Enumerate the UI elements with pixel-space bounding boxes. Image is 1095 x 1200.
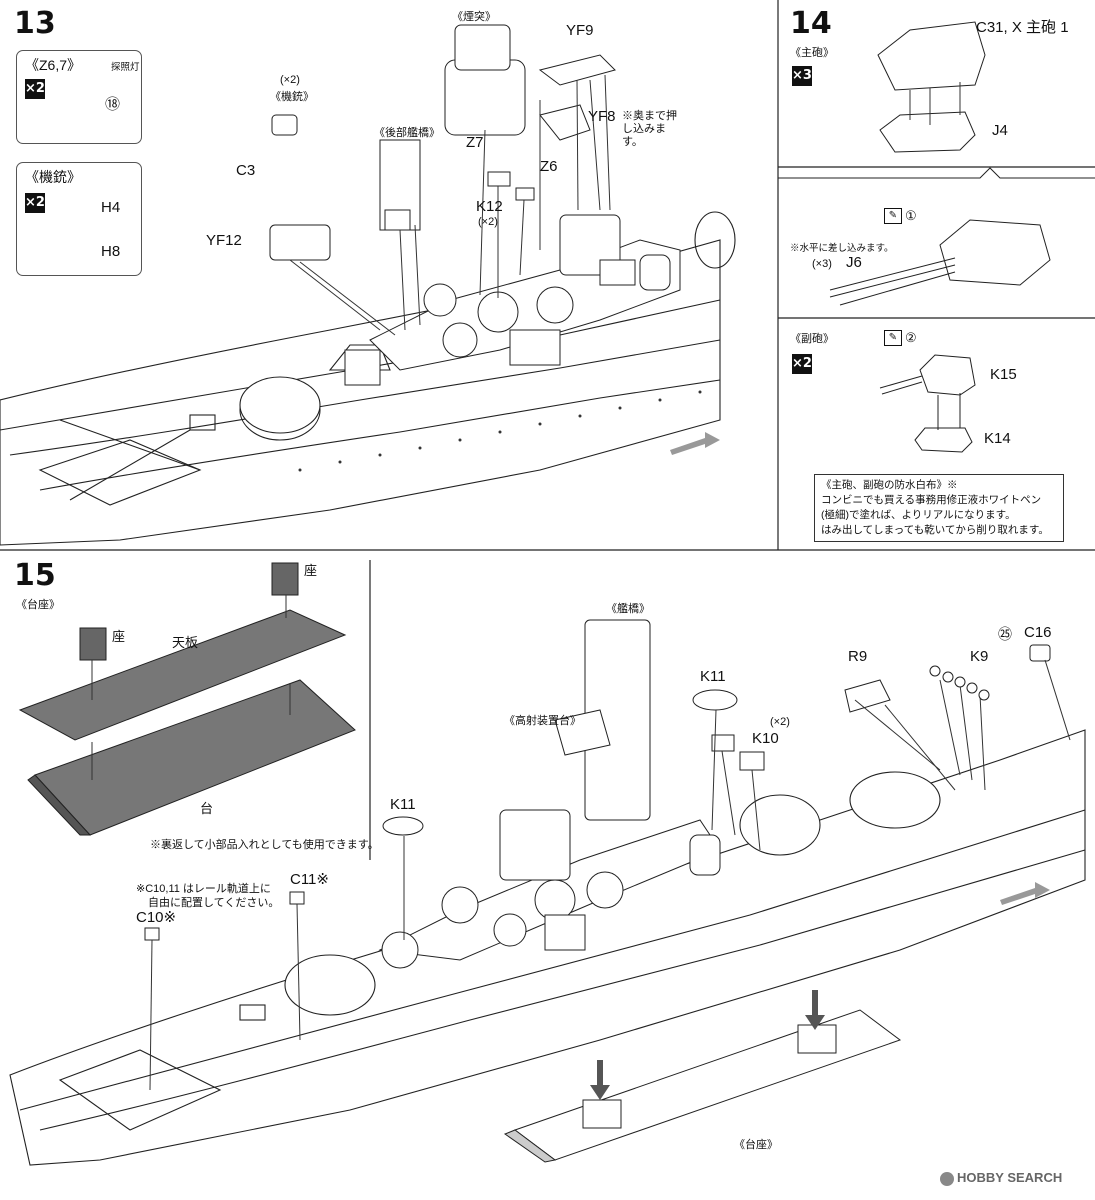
part-label-k14: K14 xyxy=(984,430,1011,447)
searchlight-box: 《Z6,7》 探照灯 ×2 ⑱ xyxy=(16,50,142,144)
searchlight-part-number: ⑱ xyxy=(105,96,121,113)
panel-dividers xyxy=(0,0,1095,860)
machine-gun-box: 《機銃》 ×2 H4 H8 xyxy=(16,162,142,276)
step15-direction-arrow xyxy=(1000,882,1050,905)
c16-parts-number: ㉕ xyxy=(998,626,1012,642)
aa-platform-label: 《高射装置台》 xyxy=(504,715,581,727)
paint-ref-2: ② xyxy=(905,330,917,345)
searchlight-count-badge: ×2 xyxy=(25,79,45,99)
main-gun-count-badge: ×3 xyxy=(792,66,812,86)
part-label-k11-left: K11 xyxy=(390,796,416,813)
k10-count: (×2) xyxy=(770,716,790,728)
part-label-c16: C16 xyxy=(1024,624,1052,641)
part-label-j6: J6 xyxy=(846,254,862,271)
machine-gun-count-badge: ×2 xyxy=(25,193,45,213)
rear-bridge-label: 《後部艦橋》 xyxy=(374,127,440,139)
step-15-number: 15 xyxy=(14,558,56,593)
part-label-j4: J4 xyxy=(992,122,1008,139)
note-line-3: はみ出してしまっても乾いてから削り取れます。 xyxy=(821,524,1049,536)
part-label-r9: R9 xyxy=(848,648,868,665)
part-label-yf12: YF12 xyxy=(206,232,242,249)
step-13-number: 13 xyxy=(14,6,56,41)
step13-parts xyxy=(269,24,616,261)
searchlight-title: 《Z6,7》 xyxy=(25,57,82,73)
searchlight-subtitle: 探照灯 xyxy=(111,62,140,73)
horizontal-insert-note: ※水平に差し込みます。 xyxy=(790,243,894,254)
step14-j6-turret xyxy=(829,219,1051,306)
step14-secondary xyxy=(879,354,976,453)
watermark-logo-icon xyxy=(940,1171,954,1186)
bridge-label: 《艦橋》 xyxy=(606,603,650,615)
part-label-k9: K9 xyxy=(970,648,989,665)
top-plate-label: 天板 xyxy=(172,635,199,650)
part-label-c11: C11※ xyxy=(290,871,329,888)
main-gun-title: 《主砲》 xyxy=(790,47,834,59)
note-line-1: コンビニでも買える事務用修正液ホワイトペン xyxy=(821,494,1042,506)
note-title: 《主砲、副砲の防水白布》※ xyxy=(821,479,958,491)
step15-arrows xyxy=(149,659,1071,1091)
part-label-c3: C3 xyxy=(236,162,256,179)
stand-reuse-note: ※裏返して小部品入れとしても使用できます。 xyxy=(150,839,379,851)
stand-title: 《台座》 xyxy=(16,599,60,611)
rail-note-line-2: 自由に配置してください。 xyxy=(148,897,280,909)
step13-superstructure xyxy=(344,214,681,386)
watermark-text: HOBBY SEARCH xyxy=(957,1170,1063,1185)
j6-count: (×3) xyxy=(812,258,832,270)
step15-parts xyxy=(144,644,1051,941)
part-label-k11-right: K11 xyxy=(700,668,726,685)
step14-main-turret xyxy=(877,21,986,153)
part-label-z6: Z6 xyxy=(540,158,558,175)
note-line-2: (極細)で塗れば、よりリアルになります。 xyxy=(821,509,1016,521)
waterproof-cloth-note: 《主砲、副砲の防水白布》※ コンビニでも買える事務用修正液ホワイトペン (極細)… xyxy=(814,474,1064,542)
part-label-z7: Z7 xyxy=(466,134,484,151)
part-label-c31: C31, X 主砲 1 xyxy=(976,19,1069,36)
funnel-label: 《煙突》 xyxy=(452,11,496,23)
part-label-yf9: YF9 xyxy=(566,22,594,39)
part-label-yf8: YF8 xyxy=(588,108,616,125)
stand-arrows xyxy=(590,990,825,1100)
secondary-gun-count-badge: ×2 xyxy=(792,354,812,374)
part-label-h4: H4 xyxy=(101,199,121,216)
step15-superstructure xyxy=(378,619,721,969)
paint-ref-1: ① xyxy=(905,208,917,223)
step15-stand xyxy=(503,1009,902,1163)
pad-label-1: 座 xyxy=(304,563,318,578)
machine-gun-title: 《機銃》 xyxy=(25,169,81,185)
pad-label-2: 座 xyxy=(112,629,126,644)
step13-direction-arrow xyxy=(670,432,720,455)
rail-note-line-1: ※C10,11 はレール軌道上に xyxy=(136,883,271,895)
step-14-number: 14 xyxy=(790,6,832,41)
yf8-note: ※奥まで押し込みます。 xyxy=(622,110,677,148)
stand-diagram xyxy=(18,562,356,836)
part-label-k15: K15 xyxy=(990,366,1017,383)
step13-arrows xyxy=(289,74,611,336)
part-label-k10: K10 xyxy=(752,730,779,747)
stand-caption: 《台座》 xyxy=(734,1139,778,1151)
base-label: 台 xyxy=(200,801,214,816)
k9-parts xyxy=(929,665,990,701)
k12-count: (×2) xyxy=(478,216,498,228)
paint-pen-icon-2: ✎ xyxy=(884,330,902,346)
step14-callout xyxy=(778,167,1095,179)
mg2-title: 《機銃》 xyxy=(270,91,314,103)
watermark: HOBBY SEARCH xyxy=(940,1170,1062,1186)
part-label-k12: K12 xyxy=(476,198,503,215)
part-label-h8: H8 xyxy=(101,243,121,260)
secondary-gun-title: 《副砲》 xyxy=(790,333,834,345)
step13-portholes xyxy=(298,390,702,472)
paint-pen-icon: ✎ xyxy=(884,208,902,224)
mg2-count: (×2) xyxy=(280,74,300,86)
part-label-c10: C10※ xyxy=(136,909,177,926)
